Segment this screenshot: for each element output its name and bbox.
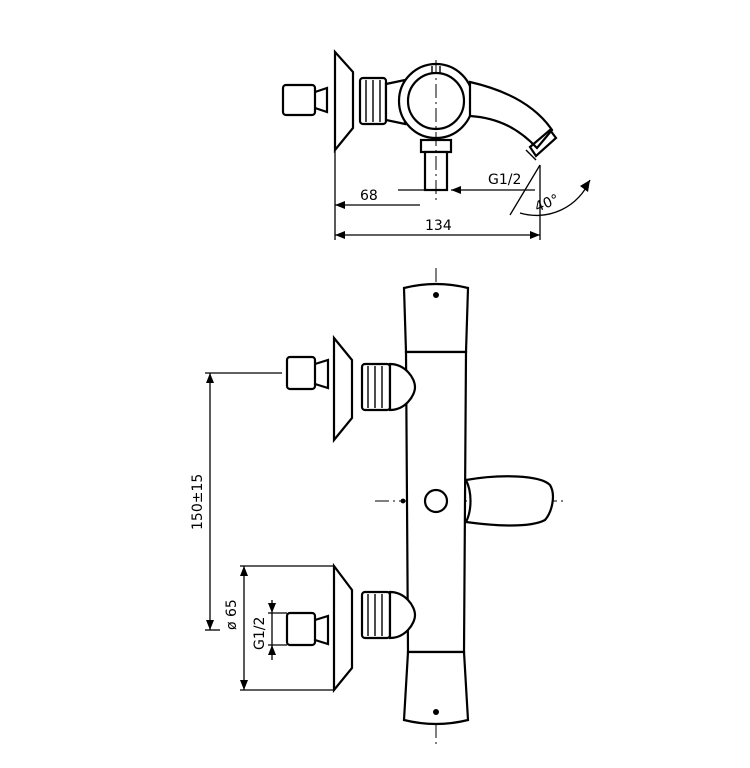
lower-nut [360,590,392,640]
top-flange [333,49,355,154]
body-middle [404,350,468,654]
top-spout-tip [528,128,558,158]
top-view: 68 134 G1/2 40° [281,49,591,240]
dim-spacing-label: 150±15 [190,474,206,530]
lower-elbow [388,590,417,640]
dim-134-label: 134 [425,218,452,234]
upper-elbow [388,362,417,412]
body-center-ring [423,488,449,514]
top-knob-stem [314,86,329,114]
top-thread-label: G1/2 [488,172,521,188]
front-view: 150±15 ø 65 G1/2 [190,268,565,745]
dim-diameter-label: ø 65 [224,599,240,630]
upper-flange [332,334,354,444]
upper-knob [285,355,317,391]
diverter-lever [464,475,554,527]
lower-flange [332,562,354,694]
body-top-cap [402,282,470,354]
upper-nut [360,362,392,412]
body-bottom-cap [402,650,470,726]
top-spout [468,80,554,150]
front-thread-label: G1/2 [252,617,268,650]
top-knob [281,83,317,117]
dim-68-label: 68 [360,188,378,204]
lower-knob [285,611,317,647]
